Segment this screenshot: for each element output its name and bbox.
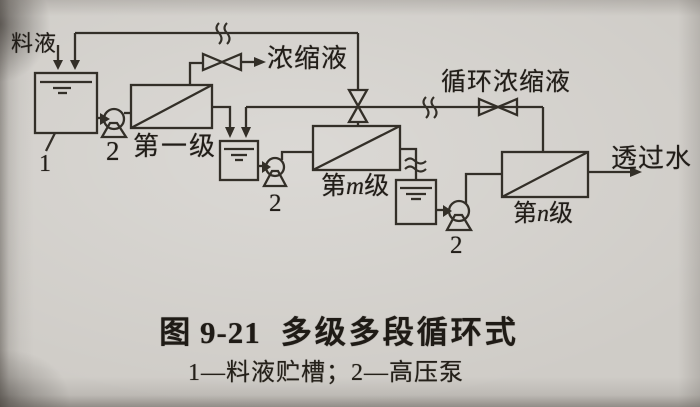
feed-tank: [33, 71, 99, 152]
stageM-suffix: 级: [364, 173, 390, 200]
pump-2: [262, 156, 288, 188]
pipe-break-top: [215, 22, 231, 45]
membrane-module-stage1: [129, 83, 214, 130]
membrane-module-stageM: [311, 124, 402, 172]
figure-caption: 图 9-21 多级多段循环式: [0, 307, 678, 352]
pipe-break-circulation: [422, 96, 438, 119]
figure-legend: 1—料液贮槽；2—高压泵: [188, 360, 464, 386]
intermediate-tank-2: [218, 139, 260, 182]
pump1-number-label: 2: [106, 136, 120, 166]
throttle-valve-vertical: [347, 88, 369, 124]
stageM-prefix: 第: [321, 173, 347, 200]
feed-tank-number-label: 1: [39, 151, 51, 177]
feed-stream-label: 料液: [11, 31, 58, 56]
arrow-feed-into-tank1: [53, 60, 63, 70]
stageM-variable: m: [346, 173, 365, 200]
arrow-to-permeate: [630, 167, 642, 177]
pump1-inlet-nub: [100, 113, 110, 125]
pipe-pump3-to-moduleN: [464, 172, 502, 204]
concentrate-stream-label: 浓缩液: [267, 44, 349, 73]
stageN-variable: n: [537, 201, 549, 227]
pipe-moduleM-to-tank3: [400, 147, 418, 180]
pump-3: [445, 199, 474, 232]
figure-number: 图 9-21: [159, 315, 261, 350]
pump2-inlet-nub: [262, 161, 271, 173]
arrow-to-concentrate: [254, 57, 266, 67]
pump-1: [100, 107, 129, 139]
permeate-stream-label: 透过水: [611, 144, 693, 173]
pump2-number-label: 2: [269, 190, 282, 217]
pump3-number-label: 2: [450, 232, 463, 259]
concentrate-valve: [201, 52, 243, 72]
stageM-label: 第m级: [321, 174, 389, 199]
recycle-concentrate-valve: [477, 97, 519, 117]
stageN-label: 第n级: [513, 202, 573, 226]
figure-title: 多级多段循环式: [280, 315, 519, 350]
stageN-prefix: 第: [513, 201, 537, 227]
stageN-suffix: 级: [549, 201, 573, 227]
pipe-pump2-to-moduleM: [280, 150, 313, 160]
stage1-label: 第一级: [133, 132, 218, 161]
arrow-recycle-into-tank1: [70, 60, 80, 70]
pipe-module1-to-tank2: [212, 105, 232, 127]
recycle-concentrate-stream-label: 循环浓缩液: [441, 69, 572, 96]
membrane-module-stageN: [500, 150, 590, 199]
pipe-module1-concentrate: [188, 60, 254, 85]
pump3-inlet-nub: [443, 205, 452, 217]
pipe-circulation-line: [244, 105, 545, 152]
pipe-break-tank3-inlet: [404, 157, 427, 173]
intermediate-tank-3: [394, 178, 438, 226]
arrow-module1-into-tank2: [225, 127, 235, 138]
tank-number-leader: [44, 132, 57, 152]
arrow-circulation-into-tank2: [241, 127, 251, 138]
